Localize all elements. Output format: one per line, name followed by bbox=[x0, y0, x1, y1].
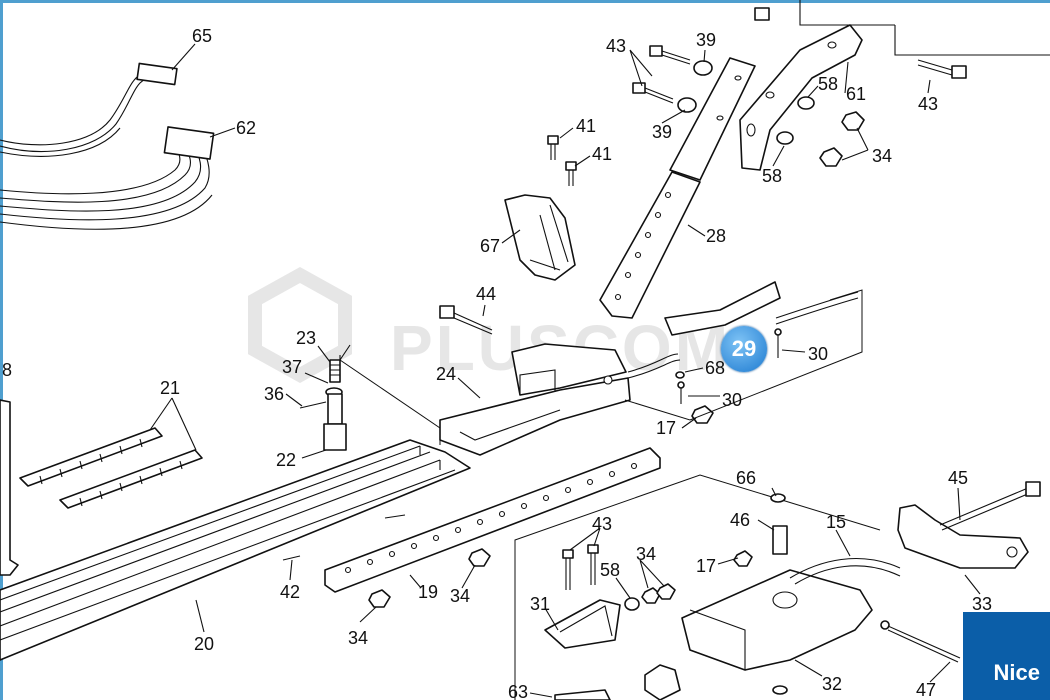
frame-left-border bbox=[0, 0, 3, 700]
bracket-31 bbox=[544, 544, 676, 649]
callout-24: 24 bbox=[436, 364, 456, 384]
perforated-bar-19 bbox=[324, 447, 661, 593]
callout-68: 68 bbox=[705, 358, 725, 378]
outline-lines-top bbox=[339, 289, 863, 445]
callout-34: 34 bbox=[450, 586, 470, 606]
callout-66: 66 bbox=[736, 468, 756, 488]
bolt-43-right bbox=[917, 59, 967, 79]
callout-37: 37 bbox=[282, 357, 302, 377]
outline-lines-bottom bbox=[514, 474, 881, 700]
pin-46 bbox=[772, 525, 788, 555]
callout-22: 22 bbox=[276, 450, 296, 470]
rail-20 bbox=[0, 439, 471, 661]
nut-34-c bbox=[468, 548, 491, 567]
callout-20: 20 bbox=[194, 634, 214, 654]
bar-holes bbox=[344, 462, 638, 574]
callout-39: 39 bbox=[696, 30, 716, 50]
callout-17: 17 bbox=[696, 556, 716, 576]
callout-31: 31 bbox=[530, 594, 550, 614]
screws-30-68 bbox=[675, 328, 782, 404]
callout-47: 47 bbox=[916, 680, 936, 700]
bolt-47 bbox=[880, 620, 961, 663]
callout-62: 62 bbox=[236, 118, 256, 138]
left-edge-part-8 bbox=[0, 399, 19, 576]
cable-62 bbox=[0, 126, 215, 230]
callout-19: 19 bbox=[418, 582, 438, 602]
cable-65 bbox=[0, 62, 178, 157]
bolt-45 bbox=[939, 481, 1041, 531]
carriage-32 bbox=[681, 569, 873, 671]
callout-41: 41 bbox=[576, 116, 596, 136]
callout-42: 42 bbox=[280, 582, 300, 602]
bracket-67 bbox=[504, 194, 576, 281]
bolt-44 bbox=[439, 305, 493, 335]
strips-21 bbox=[19, 427, 203, 509]
callout-43: 43 bbox=[592, 514, 612, 534]
callout-30: 30 bbox=[722, 390, 742, 410]
frame-corner-lines bbox=[799, 0, 1050, 56]
leader-lines bbox=[149, 43, 981, 698]
callout-34: 34 bbox=[348, 628, 368, 648]
callout-39: 39 bbox=[652, 122, 672, 142]
callout-23: 23 bbox=[296, 328, 316, 348]
callout-67: 67 bbox=[480, 236, 500, 256]
callout-21: 21 bbox=[160, 378, 180, 398]
nut-34-d bbox=[368, 589, 391, 608]
nut-17-b bbox=[733, 550, 753, 567]
nut-17 bbox=[691, 405, 714, 424]
callout-41: 41 bbox=[592, 144, 612, 164]
arm-28 bbox=[599, 171, 701, 319]
screws-41 bbox=[547, 135, 577, 186]
callout-34: 34 bbox=[872, 146, 892, 166]
callout-61: 61 bbox=[846, 84, 866, 104]
chain-15 bbox=[789, 557, 901, 585]
callout-28: 28 bbox=[706, 226, 726, 246]
callout-34: 34 bbox=[636, 544, 656, 564]
callout-33: 33 bbox=[972, 594, 992, 614]
upper-arm-plate bbox=[669, 57, 756, 181]
bolts-43-top bbox=[632, 7, 770, 113]
callout-45: 45 bbox=[948, 468, 968, 488]
highlight-badge-29[interactable]: 29 bbox=[721, 326, 767, 372]
frame-top-border bbox=[0, 0, 1050, 3]
callout-15: 15 bbox=[826, 512, 846, 532]
callout-65: 65 bbox=[192, 26, 212, 46]
callout-30: 30 bbox=[808, 344, 828, 364]
callout-46: 46 bbox=[730, 510, 750, 530]
callout-58: 58 bbox=[762, 166, 782, 186]
callout-36: 36 bbox=[264, 384, 284, 404]
sprocket-63 bbox=[554, 664, 788, 700]
callout-63: 63 bbox=[508, 682, 528, 700]
release-pin-group bbox=[299, 344, 351, 451]
callout-32: 32 bbox=[822, 674, 842, 694]
clip-66 bbox=[770, 493, 786, 503]
washers-nuts-58-34 bbox=[776, 96, 865, 167]
nice-logo: Nice bbox=[963, 612, 1050, 700]
chain-slider bbox=[627, 281, 859, 379]
callout-44: 44 bbox=[476, 284, 496, 304]
callout-43: 43 bbox=[606, 36, 626, 56]
callout-58: 58 bbox=[600, 560, 620, 580]
carriage-24 bbox=[439, 343, 631, 456]
bracket-61 bbox=[739, 24, 863, 171]
callout-43: 43 bbox=[918, 94, 938, 114]
callout-labels: 65 62 43 39 39 58 61 43 34 58 41 41 67 2… bbox=[2, 26, 992, 700]
bracket-33 bbox=[897, 504, 1029, 569]
callout-58: 58 bbox=[818, 74, 838, 94]
callout-17: 17 bbox=[656, 418, 676, 438]
callout-8: 8 bbox=[2, 360, 12, 380]
screws-42 bbox=[282, 514, 406, 561]
